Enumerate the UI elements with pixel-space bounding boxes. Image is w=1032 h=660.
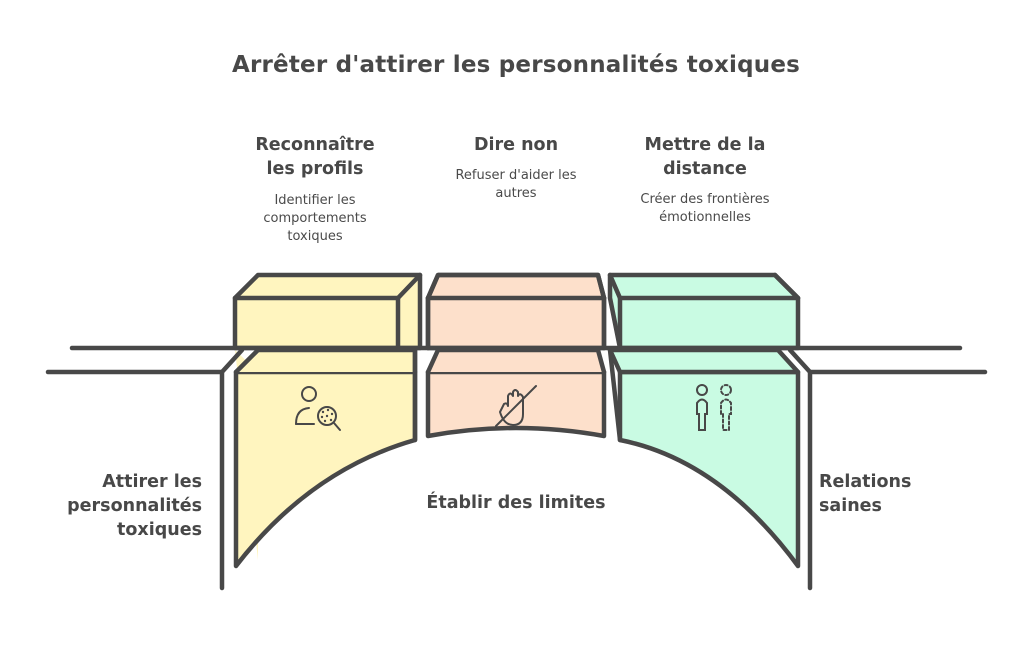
step-description: Identifier les comportements toxiques <box>263 193 367 244</box>
step-title: Mettre de la distance <box>644 135 766 179</box>
left-pillar <box>219 347 245 591</box>
person-distance-icon <box>696 384 732 431</box>
yellow-block <box>232 272 423 569</box>
center-label-limites: Établir des limites <box>426 493 606 513</box>
step-dire-non: Dire non Refuser d'aider les autres <box>430 133 602 203</box>
person-search-icon <box>295 386 341 431</box>
step-title: Dire non <box>473 135 559 155</box>
step-reconnaitre: Reconnaître les profils Identifier les c… <box>240 133 390 246</box>
right-label-relations: Relations saines <box>819 472 912 516</box>
step-distance: Mettre de la distance Créer des frontièr… <box>620 133 790 227</box>
right-pillar <box>787 347 813 591</box>
step-title: Reconnaître les profils <box>255 135 375 179</box>
left-label-attirer: Attirer les personnalités toxiques <box>67 472 202 540</box>
step-description: Refuser d'aider les autres <box>455 168 577 201</box>
diagram-title: Arrêter d'attirer les personnalités toxi… <box>231 52 801 78</box>
hand-stop-slash-icon <box>495 385 537 427</box>
peach-block <box>425 272 607 439</box>
step-description: Créer des frontières émotionnelles <box>640 192 770 225</box>
